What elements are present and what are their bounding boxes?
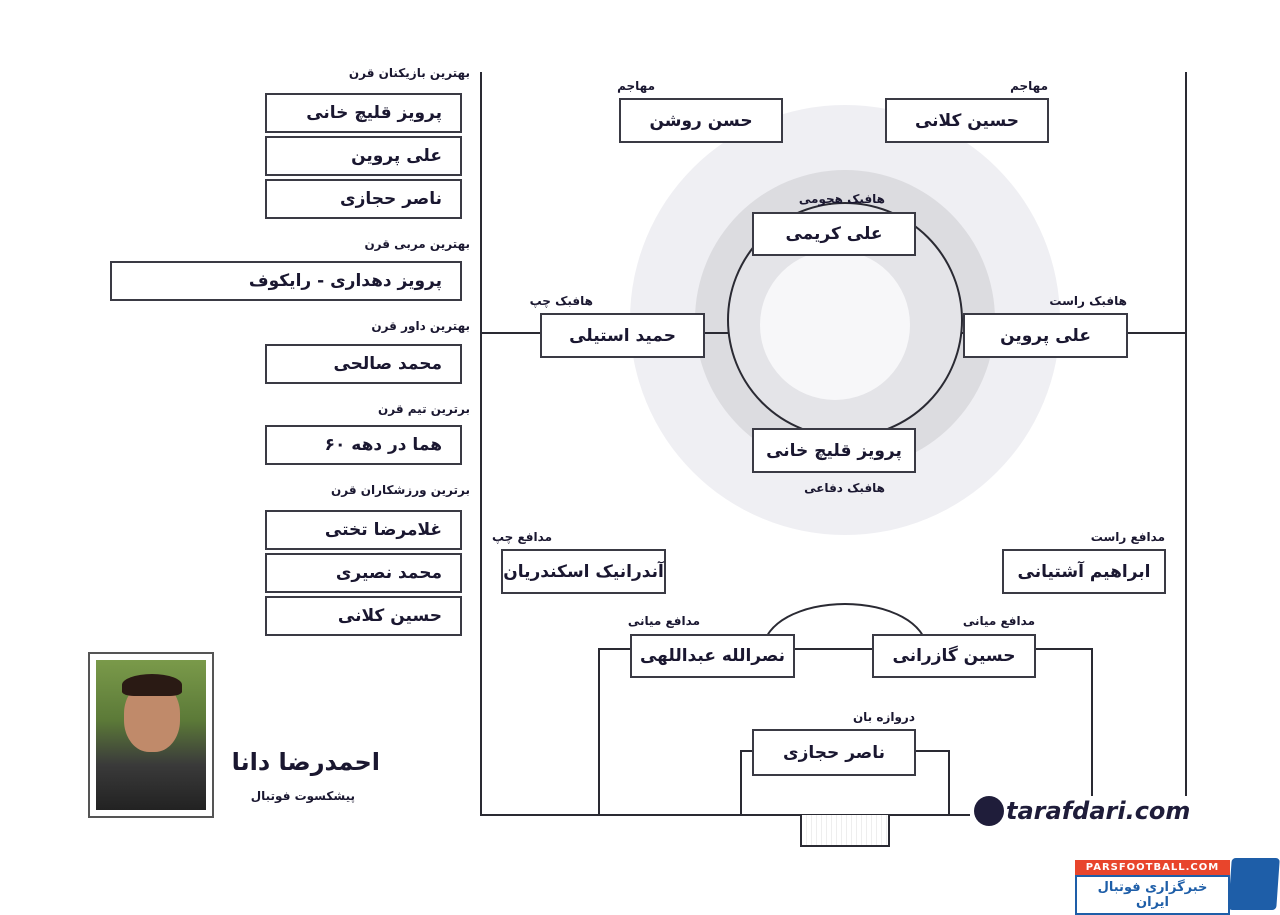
penalty-box [598, 648, 1093, 816]
player-left-mid: حمید استیلی [540, 313, 705, 358]
section-title: برترین تیم قرن [378, 402, 470, 416]
position-label: هافبک دفاعی [804, 481, 885, 495]
section-title: بهترین مربی قرن [364, 237, 470, 251]
author-photo [88, 652, 214, 818]
position-label: مدافع چپ [491, 530, 552, 544]
player-center-back-right: حسین گازرانی [872, 634, 1036, 678]
position-label: هافبک هجومی [798, 192, 885, 206]
badge-bottom-text: خبرگزاری فوتبال ایران [1075, 875, 1230, 915]
list-item: ناصر حجازی [265, 179, 462, 219]
position-label: مدافع میانی [962, 614, 1035, 628]
section-title: بهترین بازیکنان قرن [348, 66, 470, 80]
list-item: غلامرضا تختی [265, 510, 462, 550]
logo-text: tarafdari.com [1006, 797, 1191, 825]
team-box: هما در دهه ۶۰ [265, 425, 462, 465]
list-item: حسین کلانی [265, 596, 462, 636]
list-item: محمد نصیری [265, 553, 462, 593]
coach-box: پرویز دهداری - رایکوف [110, 261, 462, 301]
position-label: هافبک چپ [529, 294, 593, 308]
position-label: مدافع میانی [627, 614, 700, 628]
football-player-icon [1228, 858, 1280, 910]
section-title: برترین ورزشکاران قرن [331, 483, 470, 497]
player-right-mid: علی پروین [963, 313, 1128, 358]
watermark-logo-icon [760, 250, 910, 400]
position-label: هافبک راست [1049, 294, 1127, 308]
section-title: بهترین داور قرن [371, 319, 470, 333]
author-role: پیشکسوت فوتبال [250, 789, 355, 803]
position-label: مهاجم [1010, 79, 1048, 93]
author-name: احمدرضا دانا [231, 748, 380, 776]
goal [800, 815, 890, 847]
player-center-back-left: نصرالله عبداللهی [630, 634, 795, 678]
badge-top-text: PARSFOOTBALL.COM [1075, 860, 1230, 875]
player-defensive-mid: پرویز قلیچ خانی [752, 428, 916, 473]
position-label: مدافع راست [1090, 530, 1165, 544]
position-label: مهاجم [617, 79, 655, 93]
player-forward-right: حسین کلانی [885, 98, 1049, 143]
tarafdari-logo-icon [974, 796, 1004, 826]
player-right-back: ابراهیم آشتیانی [1002, 549, 1166, 594]
position-label: دروازه بان [852, 710, 915, 724]
list-item: علی پروین [265, 136, 462, 176]
referee-box: محمد صالحی [265, 344, 462, 384]
parsfootball-badge: PARSFOOTBALL.COM خبرگزاری فوتبال ایران [1075, 860, 1230, 915]
player-forward-left: حسن روشن [619, 98, 783, 143]
tarafdari-logo: tarafdari.com [972, 796, 1193, 826]
player-left-back: آندرانیک اسکندریان [501, 549, 666, 594]
player-goalkeeper: ناصر حجازی [752, 729, 916, 776]
player-attacking-mid: علی کریمی [752, 212, 916, 256]
list-item: پرویز قلیچ خانی [265, 93, 462, 133]
